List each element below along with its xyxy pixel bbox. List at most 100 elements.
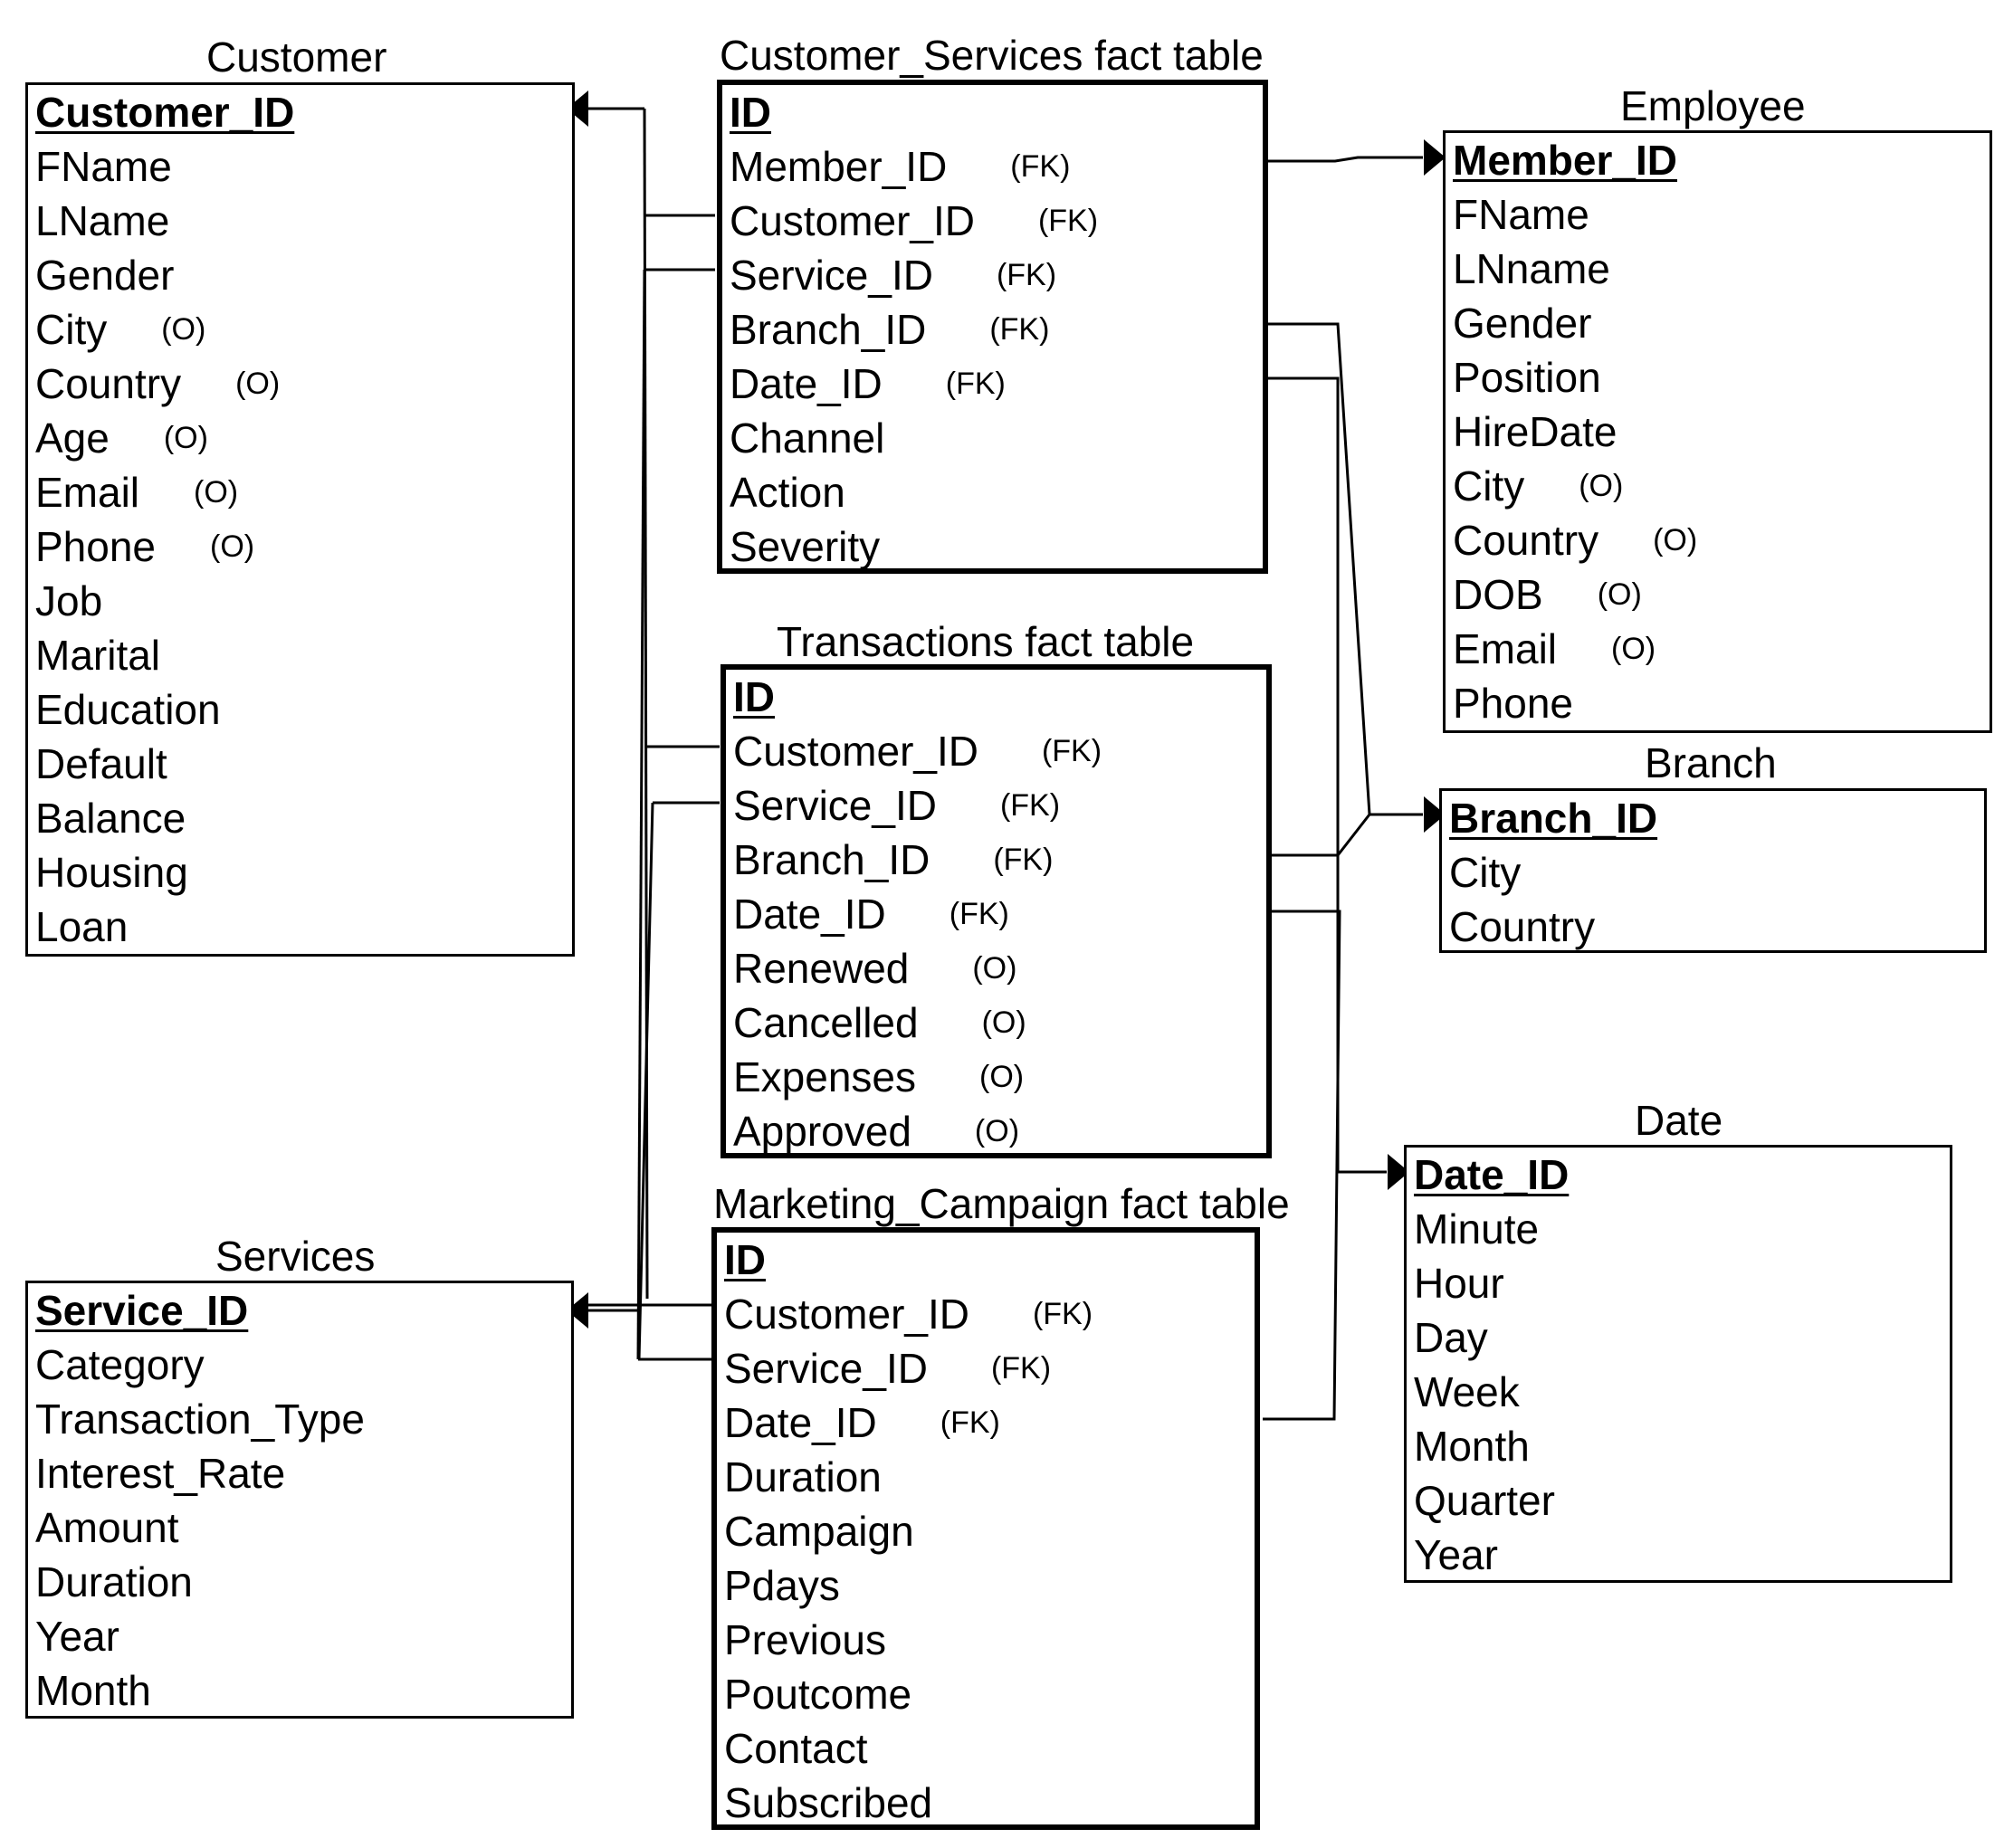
date-table-title: Date [1635,1097,1723,1144]
field-name: Date_ID [733,891,886,938]
foreign-key-tag: (FK) [1010,149,1071,184]
field-name: Country [1453,517,1599,564]
foreign-key-tag: (FK) [1041,734,1102,768]
transactions-field-id: ID [733,670,775,724]
field-name: Balance [35,795,186,842]
services-field-year: Year [35,1609,119,1663]
field-name: Marital [35,632,161,679]
field-name: Campaign [724,1508,914,1555]
field-name: Default [35,740,167,787]
marketing-campaign-field-duration: Duration [724,1450,882,1504]
field-name: Category [35,1341,205,1388]
field-name: Branch_ID [730,306,927,353]
link-tx-date [1263,910,1341,1421]
optional-tag: (O) [235,367,281,401]
optional-tag: (O) [194,475,239,510]
field-name: Action [730,469,845,516]
employee-field-city: City(O) [1453,459,1623,513]
field-name: Date_ID [1414,1151,1570,1198]
field-name: Interest_Rate [35,1450,286,1497]
services-field-interest-rate: Interest_Rate [35,1446,285,1500]
field-name: Renewed [733,945,910,992]
field-name: Expenses [733,1053,917,1100]
customer-field-customer-id: Customer_ID [35,85,294,139]
marketing-campaign-field-campaign: Campaign [724,1504,914,1558]
field-name: FName [1453,191,1589,238]
field-name: ID [733,673,775,720]
customer-services-field-action: Action [730,465,845,519]
field-name: Date_ID [724,1399,877,1446]
field-name: Gender [1453,300,1592,347]
foreign-key-tag: (FK) [990,1351,1052,1386]
customer-field-fname: FName [35,139,172,194]
field-name: Branch_ID [733,836,930,883]
customer-field-age: Age(O) [35,411,208,465]
employee-field-lnname: LNname [1453,242,1610,296]
link-tx-branch [1271,814,1371,857]
employee-field-phone: Phone [1453,676,1573,730]
field-name: Quarter [1414,1477,1555,1524]
transactions-table-title: Transactions fact table [777,618,1195,665]
customer-services-field-channel: Channel [730,411,884,465]
customer-field-gender: Gender [35,248,174,302]
field-name: Loan [35,903,129,950]
date-field-minute: Minute [1414,1202,1539,1256]
field-name: Approved [733,1108,911,1155]
foreign-key-tag: (FK) [989,312,1050,347]
transactions-field-customer-id: Customer_ID(FK) [733,724,1102,778]
marketing-campaign-field-id: ID [724,1233,766,1287]
employee-field-fname: FName [1453,187,1589,242]
branch-field-country: Country [1449,900,1595,954]
transactions-field-cancelled: Cancelled(O) [733,995,1026,1050]
optional-tag: (O) [1597,577,1642,612]
field-name: Customer_ID [35,89,295,136]
marketing-campaign-field-contact: Contact [724,1721,868,1776]
date-field-day: Day [1414,1310,1488,1365]
date-field-month: Month [1414,1419,1530,1473]
branch-table-title: Branch [1645,739,1777,786]
optional-tag: (O) [1611,632,1656,666]
field-name: Customer_ID [724,1291,969,1338]
customer-field-country: Country(O) [35,357,280,411]
marketing-campaign-field-poutcome: Poutcome [724,1667,911,1721]
field-name: Month [35,1667,151,1714]
field-name: Contact [724,1725,868,1772]
field-name: Email [35,469,140,516]
field-name: Severity [730,523,881,570]
field-name: Email [1453,625,1558,672]
customer-field-housing: Housing [35,845,188,900]
transactions-field-date-id: Date_ID(FK) [733,887,1009,941]
arrowhead-date [1388,1154,1409,1190]
services-field-duration: Duration [35,1555,193,1609]
employee-field-gender: Gender [1453,296,1591,350]
arrowhead-employee [1424,139,1446,176]
marketing-campaign-field-service-id: Service_ID(FK) [724,1341,1051,1396]
customer-services-field-branch-id: Branch_ID (FK) [730,302,1049,357]
arrowhead-customer [567,90,588,127]
customer-field-loan: Loan [35,900,128,954]
transactions-field-renewed: Renewed(O) [733,941,1016,995]
services-field-transaction-type: Transaction_Type [35,1392,365,1446]
field-name: FName [35,143,172,190]
field-name: LName [35,197,170,244]
services-field-category: Category [35,1338,205,1392]
employee-field-hiredate: HireDate [1453,405,1618,459]
customer-services-field-customer-id: Customer_ID(FK) [730,194,1098,248]
services-table-title: Services [215,1233,376,1280]
field-name: Year [35,1613,119,1660]
field-name: Day [1414,1314,1488,1361]
foreign-key-tag: (FK) [993,843,1054,877]
transactions-field-expenses: Expenses(O) [733,1050,1024,1104]
field-name: Year [1414,1531,1498,1578]
field-name: City [1449,849,1522,896]
customer-services-field-id: ID [730,85,771,139]
field-name: City [35,306,108,353]
field-name: Housing [35,849,188,896]
field-name: Minute [1414,1205,1540,1253]
field-name: Cancelled [733,999,919,1046]
employee-field-position: Position [1453,350,1601,405]
field-name: Channel [730,414,885,462]
